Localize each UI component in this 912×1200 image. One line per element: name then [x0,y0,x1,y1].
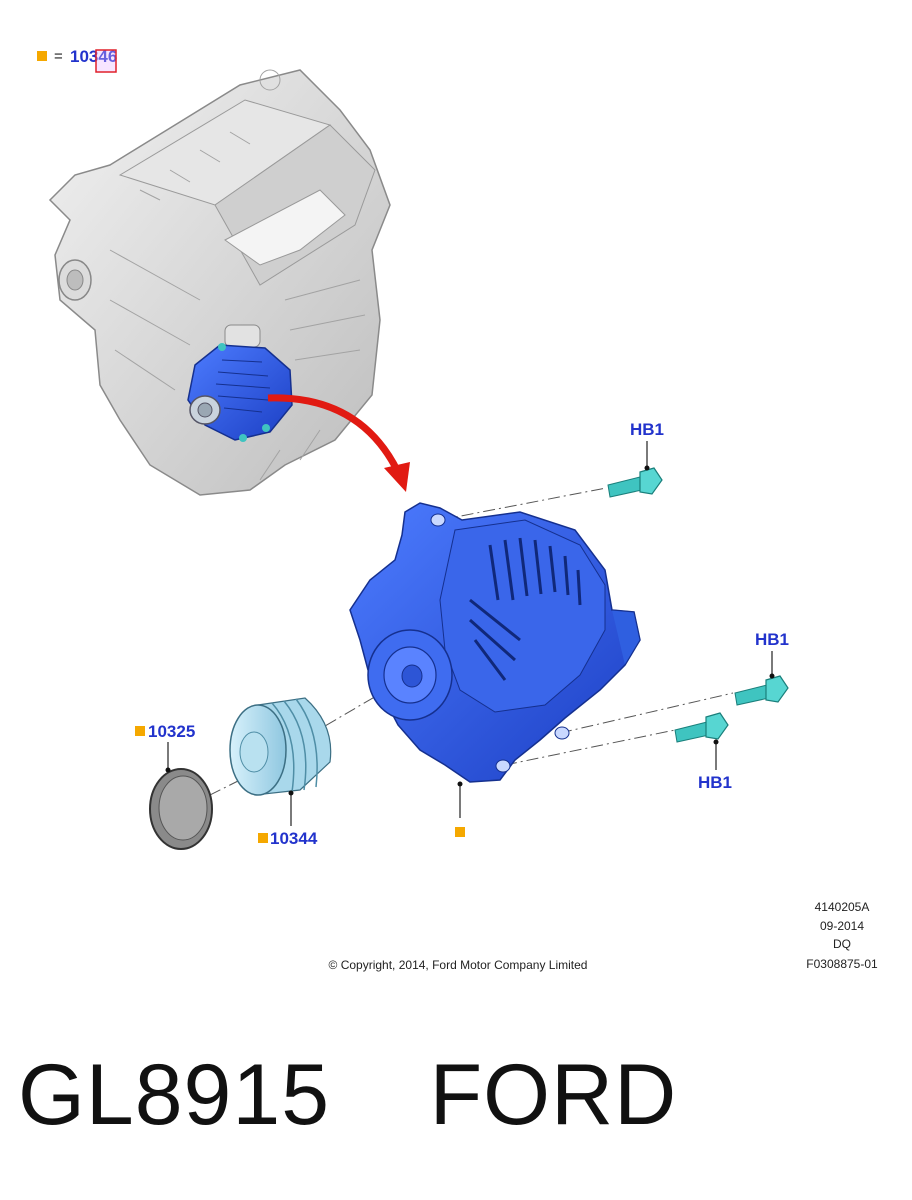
legend-marker-icon [37,51,47,61]
figure-code: DQ [833,937,851,951]
copyright: © Copyright, 2014, Ford Motor Company Li… [329,958,588,972]
removal-arrow [267,394,410,492]
figure-ref: 4140205A [815,900,870,914]
callout-pulley[interactable]: 10344 [270,829,318,848]
figure-number: F0308875-01 [806,957,878,971]
figure-date: 09-2014 [820,919,864,933]
part-number-label: GL8915 FORD [18,1047,678,1143]
legend-equals: = [54,48,63,65]
leader-dots [165,465,775,796]
pulley-illustration[interactable] [229,697,332,796]
pulley-marker-icon [258,833,268,843]
callout-bolt-right[interactable]: HB1 [755,630,789,649]
engine-illustration [48,69,391,496]
bolt-top-icon[interactable] [607,467,663,498]
callout-bolt-bottom[interactable]: HB1 [698,773,732,792]
bolt-right-icon[interactable] [734,675,789,706]
callout-bolt-top[interactable]: HB1 [630,420,664,439]
cap-illustration[interactable] [149,768,213,850]
cap-marker-icon [135,726,145,736]
legend: = 10346 [37,47,117,73]
legend-code[interactable]: 10346 [70,47,117,66]
bolt-bottom-icon[interactable] [674,712,729,743]
alternator-illustration [349,502,641,783]
alternator-marker-icon [455,827,465,837]
legend-code-highlight [95,49,117,73]
callout-cap[interactable]: 10325 [148,722,195,741]
